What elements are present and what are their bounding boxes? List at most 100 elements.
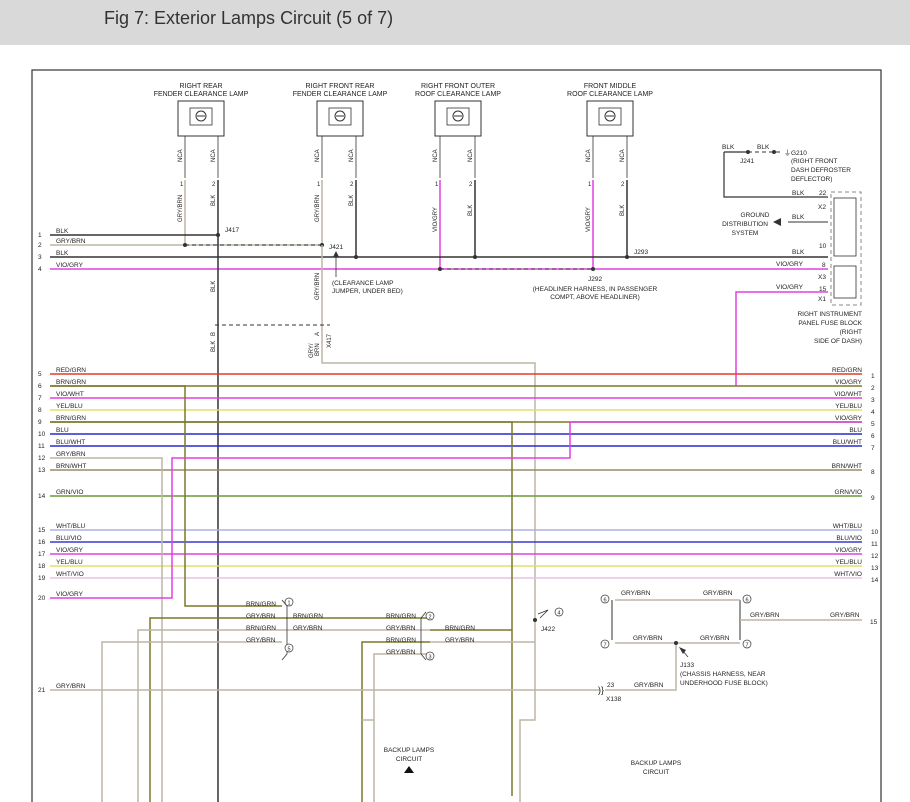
- wire-label: BRN/GRN: [293, 613, 323, 620]
- wire-label-right: BLU/VIO: [836, 535, 862, 542]
- wire-label: GRY/BRN: [386, 625, 416, 632]
- wire-number-left: 6: [38, 383, 42, 390]
- connector-pin-label: 6: [745, 598, 748, 604]
- wire-number-left: 14: [38, 493, 46, 500]
- nca-label: NCA: [586, 149, 592, 162]
- wire-label: GRY/BRN: [386, 649, 416, 656]
- splice-label: J293: [634, 249, 648, 256]
- wire-label-left: BLK: [56, 250, 69, 257]
- pin-label: 2: [350, 182, 354, 188]
- connector-pin-marker: [284, 643, 294, 653]
- wire-label: BRN/GRN: [246, 601, 276, 608]
- wire-label: BLK: [211, 341, 217, 352]
- wire-number-right: 2: [871, 385, 875, 392]
- lamp-bulb-icon: [334, 110, 346, 122]
- wire-number-left: 3: [38, 254, 42, 261]
- pin-label: 10: [819, 243, 827, 250]
- note-text: JUMPER, UNDER BED): [332, 288, 403, 295]
- wire-label: GRY/BRN: [700, 635, 730, 642]
- note-text: BACKUP LAMPS: [384, 747, 435, 754]
- splice-dot: [473, 255, 477, 259]
- note-text: COMPT, ABOVE HEADLINER): [550, 294, 640, 301]
- wire-number-left: 7: [38, 395, 42, 402]
- lamp-bulb-frame: [328, 107, 352, 126]
- top-bus: J417 J421 J293 J292 (HEADLINER HARNESS, …: [50, 227, 828, 301]
- lamp-label-line2: ROOF CLEARANCE LAMP: [415, 91, 501, 98]
- wire-label: GRY/BRN: [315, 195, 321, 222]
- lamp-box: [316, 100, 364, 137]
- wire-label-left: BLU: [56, 427, 69, 434]
- note-text: SIDE OF DASH): [814, 338, 862, 345]
- wire-number-left: 15: [38, 527, 46, 534]
- wire-label: BLK: [757, 144, 770, 151]
- wire-number-left: 21: [38, 687, 46, 694]
- lamp-bulb-frame: [446, 107, 470, 126]
- lamp-front-middle-roof: FRONT MIDDLE ROOF CLEARANCE LAMP: [567, 83, 653, 137]
- note-text: DEFLECTOR): [791, 176, 832, 183]
- connector-symbol: )}: [598, 685, 604, 695]
- connector-label: X2: [818, 204, 826, 211]
- nca-label: NCA: [620, 149, 626, 162]
- fuse-block-connector: [833, 265, 857, 299]
- wire-number-left: 4: [38, 266, 42, 273]
- pin-label: 2: [621, 182, 625, 188]
- connector-pin-marker: [554, 607, 564, 617]
- wire-label-right: YEL/BLU: [835, 403, 862, 410]
- wire-label-left: YEL/BLU: [56, 403, 83, 410]
- wire-number-right: 3: [871, 397, 875, 404]
- wire-label: GRY/BRN: [830, 612, 860, 619]
- connector-pin-label: 5: [287, 647, 290, 653]
- wire-number-right: 6: [871, 433, 875, 440]
- arrow-icon: [333, 251, 339, 257]
- connector-label: X138: [606, 696, 622, 703]
- wire-label-right: YEL/BLU: [835, 559, 862, 566]
- page-title: Fig 7: Exterior Lamps Circuit (5 of 7): [104, 8, 394, 28]
- wire-label-left: BLU/VIO: [56, 535, 82, 542]
- wire-number-left: 11: [38, 443, 45, 450]
- wire-label-right: WHT/BLU: [833, 523, 863, 530]
- wire-number-left: 9: [38, 419, 42, 426]
- note-text: (RIGHT: [840, 329, 862, 336]
- wire-number-right: 5: [871, 421, 875, 428]
- wire-label-left: WHT/BLU: [56, 523, 86, 530]
- wire-label: GRY/BRN: [445, 637, 475, 644]
- lamp-label-line2: ROOF CLEARANCE LAMP: [567, 91, 653, 98]
- fuse-block-outline: [830, 191, 862, 306]
- pin-label: 2: [469, 182, 473, 188]
- note-text: DASH DEFROSTER: [791, 167, 851, 174]
- wire-label-right: VIO/GRY: [835, 547, 863, 554]
- lamp-bulb-frame: [189, 107, 213, 126]
- connector-label: X3: [818, 274, 826, 281]
- wire-label-right: BLU/WHT: [833, 439, 862, 446]
- connector-label: X417: [327, 333, 333, 348]
- wire-label: BLK: [792, 249, 805, 256]
- wire-label-left: WHT/VIO: [56, 571, 84, 578]
- wire-number-left: 19: [38, 575, 46, 582]
- splice-dot: [625, 255, 629, 259]
- wire-label: BRN/GRN: [246, 625, 276, 632]
- wire-number-right: 13: [871, 565, 879, 572]
- lamp-bulb-icon: [195, 110, 207, 122]
- wire-number-left: 5: [38, 371, 42, 378]
- lamp-box: [177, 100, 225, 137]
- wire-label-right: RED/GRN: [832, 367, 862, 374]
- wire-label-left: BRN/WHT: [56, 463, 86, 470]
- nca-label: NCA: [468, 149, 474, 162]
- wire-number-left: 13: [38, 467, 46, 474]
- note-text: CIRCUIT: [396, 756, 422, 763]
- connector-pin-label: 1: [287, 601, 290, 607]
- splice-dot: [438, 267, 442, 271]
- fuse-block-connector: [833, 197, 857, 257]
- arrow-up-icon: [404, 766, 414, 773]
- lamp-leads: NCA NCA 1 2 GRY/BRN BLK NCA NCA 1 2 GRY/…: [178, 136, 628, 269]
- wire-label: GRY/: [309, 343, 315, 358]
- arrow-icon: [773, 218, 781, 226]
- wire-label-left: VIO/WHT: [56, 391, 84, 398]
- note-text: (CHASSIS HARNESS, NEAR: [680, 671, 766, 678]
- wire-label-right: VIO/GRY: [835, 379, 863, 386]
- connector-pin-label: 3: [428, 655, 431, 661]
- wire-number-right: 8: [871, 469, 875, 476]
- drop-wires: BLK GRY/BRN BLK B GRY/ BRN A X417: [211, 235, 536, 802]
- wire-label: BLK: [792, 190, 805, 197]
- note-text: UNDERHOOD FUSE BLOCK): [680, 680, 768, 687]
